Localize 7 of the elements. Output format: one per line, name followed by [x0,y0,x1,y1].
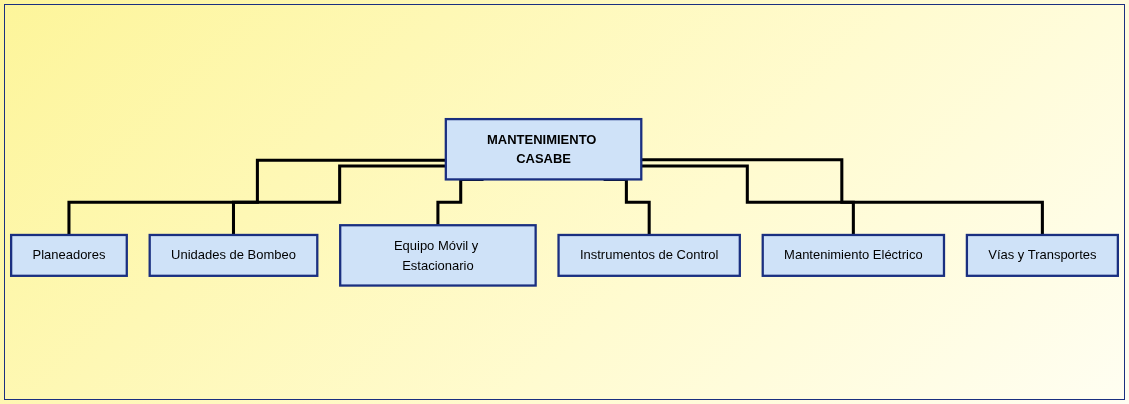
node-box: Planeadores [10,233,128,277]
node-box: Instrumentos de Control [557,233,741,277]
node-box: MANTENIMIENTO CASABE [444,117,643,181]
node-box: Unidades de Bombeo [148,233,319,277]
node-box: Vías y Transportes [965,233,1119,277]
node-box: Equipo Móvil y Estacionario [339,223,537,287]
node-box: Mantenimiento Eléctrico [761,233,946,277]
